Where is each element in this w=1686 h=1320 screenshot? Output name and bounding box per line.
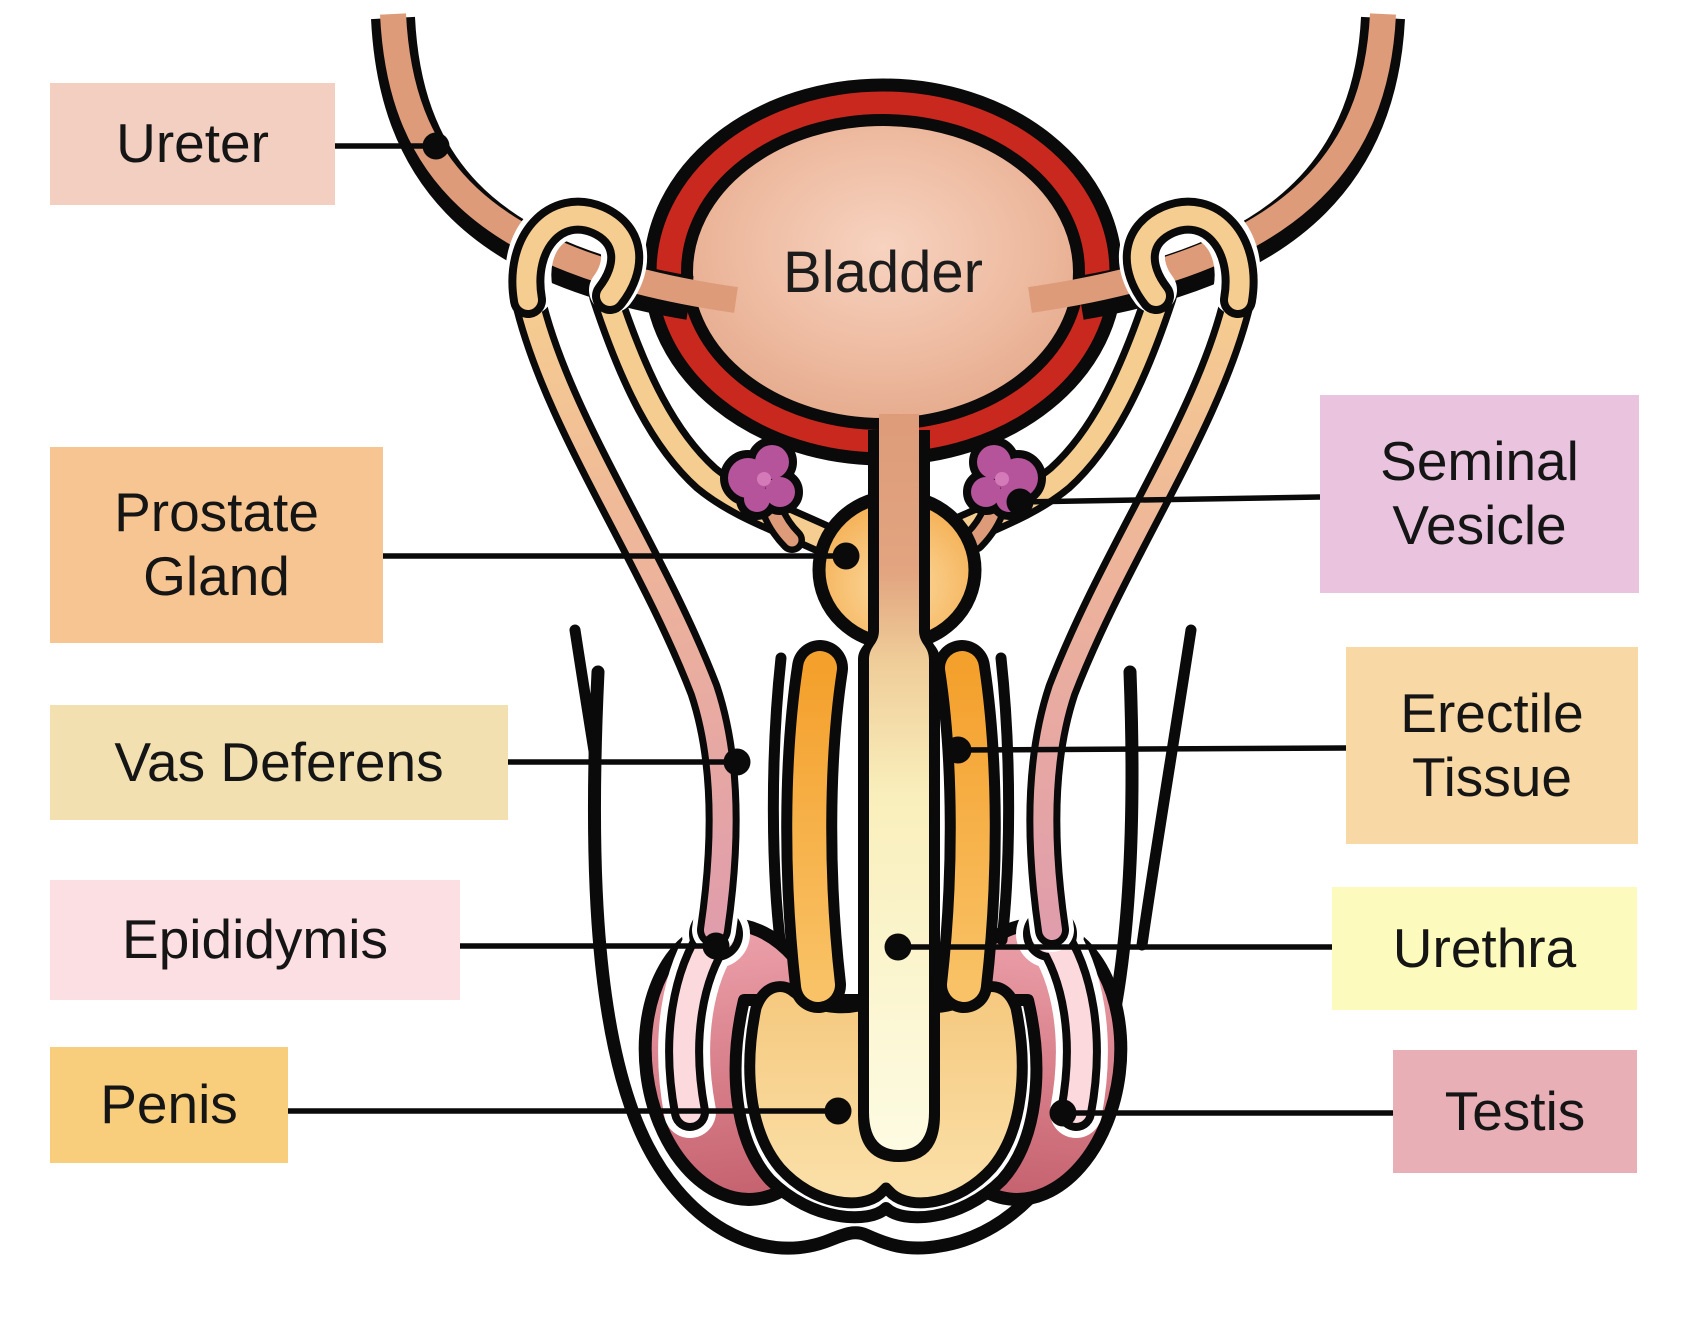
dot-urethra (884, 933, 912, 961)
label-testis: Testis (1393, 1050, 1637, 1173)
dot-testis (1049, 1099, 1077, 1127)
label-ureter: Ureter (50, 83, 335, 205)
label-urethra: Urethra (1332, 887, 1637, 1010)
label-penis: Penis (50, 1047, 288, 1163)
label-epididymis: Epididymis (50, 880, 460, 1000)
dot-seminal-vesicle (1006, 488, 1034, 516)
label-prostate-gland: Prostate Gland (50, 447, 383, 643)
dot-vas-deferens (723, 748, 751, 776)
label-vas-deferens: Vas Deferens (50, 705, 508, 820)
leader-dots (422, 132, 1077, 1127)
leader-seminal-vesicle (1019, 494, 1321, 505)
seminal-vesicle-right-shape (961, 437, 1046, 553)
erectile-tissue-left-shape (781, 640, 848, 1013)
dot-prostate (832, 542, 860, 570)
leader-erectile-tissue (957, 745, 1347, 753)
label-seminal-vesicle: Seminal Vesicle (1320, 395, 1639, 593)
vas-deferens-right-tube (1021, 276, 1260, 952)
seminal-vesicle-left-shape (720, 437, 805, 553)
dot-ureter (422, 132, 450, 160)
dot-erectile-tissue (944, 736, 972, 764)
label-erectile-tissue: Erectile Tissue (1346, 647, 1638, 844)
leader-lines (288, 143, 1393, 1116)
body-contour-right (1136, 624, 1197, 951)
bladder-label: Bladder (783, 240, 983, 305)
penis-fascia-line-left (767, 652, 787, 946)
urethra-channel-shape (858, 414, 940, 1162)
penis-fascia-line-right (995, 652, 1015, 946)
vas-deferens-right-loop (1118, 192, 1261, 318)
vas-deferens-left-tube (506, 276, 745, 952)
dot-epididymis (702, 932, 730, 960)
erectile-tissue-right-shape (934, 640, 1001, 1013)
vas-deferens-left-loop (505, 192, 648, 318)
dot-penis (824, 1097, 852, 1125)
